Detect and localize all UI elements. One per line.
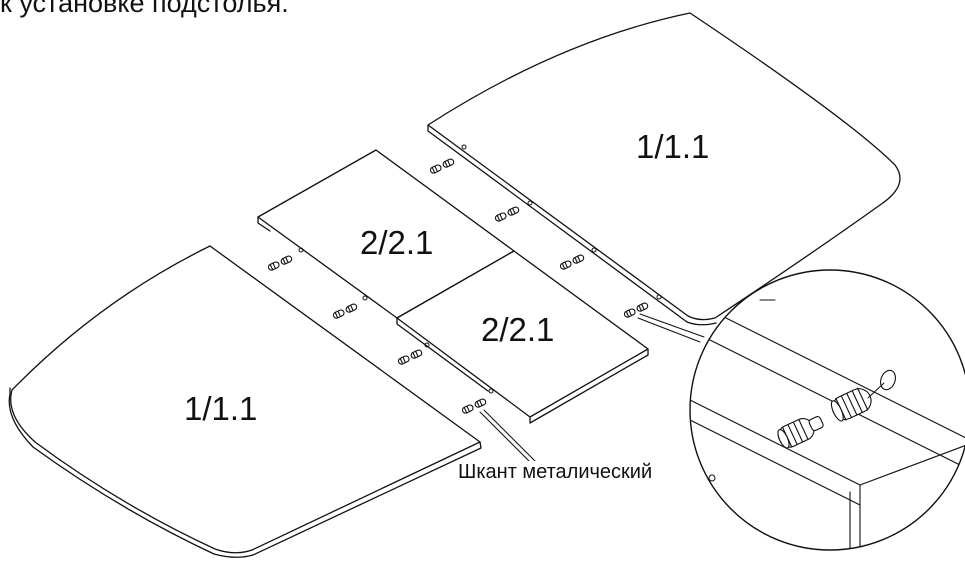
- table-leaf-top-right: [427, 12, 901, 326]
- label-insert-lower: 2/2.1: [481, 311, 555, 348]
- dowel-pair: [429, 158, 455, 174]
- page-title: к установке подстолья.: [0, 0, 289, 18]
- table-leaf-bottom-left: [8, 245, 482, 558]
- callout-marker: [708, 474, 716, 482]
- detail-dowel-barrel: [777, 416, 824, 449]
- detail-magnifier: [689, 269, 965, 551]
- dowel-pair: [623, 302, 649, 318]
- dowel-holes: [298, 144, 662, 394]
- label-top-right-leaf: 1/1.1: [636, 128, 710, 165]
- callout-label: Шкант металический: [458, 461, 653, 484]
- dowel-pair: [559, 254, 585, 270]
- leader-lines: [479, 313, 705, 469]
- label-bottom-left-leaf: 1/1.1: [184, 390, 258, 427]
- dowels: [267, 158, 649, 414]
- dowel-pair: [332, 303, 358, 319]
- insert-leaf-lower: [396, 250, 649, 424]
- label-insert-upper: 2/2.1: [360, 224, 434, 261]
- dowel-pair: [397, 349, 423, 365]
- dowel-pair: [267, 255, 293, 271]
- dowel-pair: [461, 398, 487, 414]
- dowel-pair: [494, 206, 520, 222]
